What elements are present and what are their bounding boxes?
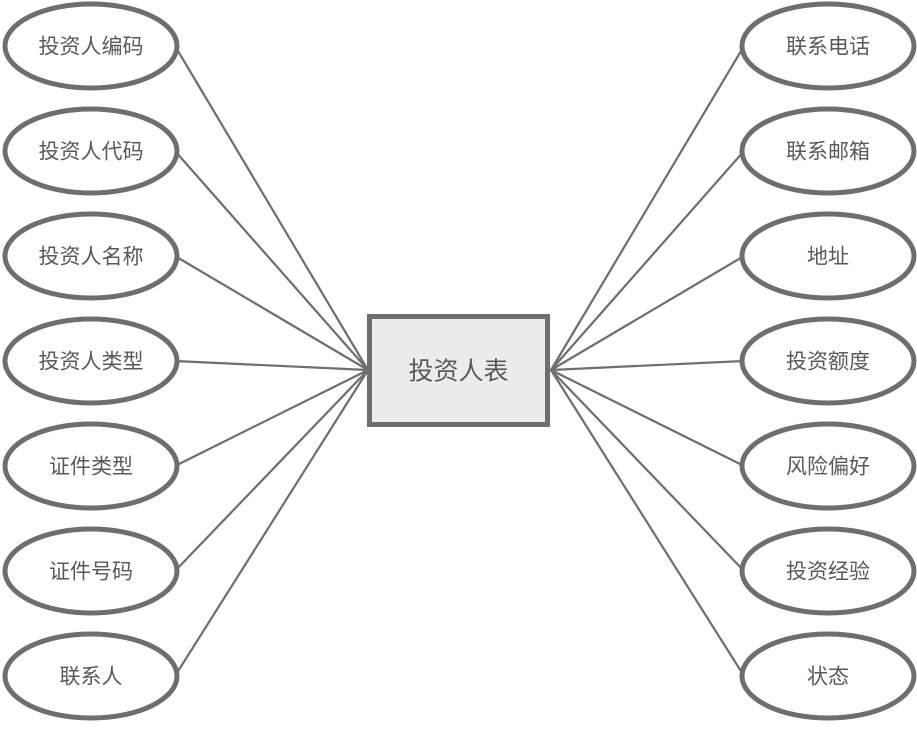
- attribute-label: 证件号码: [49, 560, 133, 583]
- attribute-label: 投资人类型: [39, 350, 144, 373]
- connector-line-left: [173, 368, 370, 573]
- attribute-ellipse: [739, 631, 917, 721]
- attribute-node: 投资人代码: [2, 106, 180, 196]
- attribute-ellipse: [2, 526, 180, 616]
- attribute-label: 联系邮箱: [786, 140, 870, 163]
- connector-line-right: [549, 359, 746, 372]
- attribute-ellipse: [739, 1, 917, 91]
- connector-line-right: [549, 368, 746, 573]
- attribute-ellipse: [2, 631, 180, 721]
- attribute-node: 联系邮箱: [739, 106, 917, 196]
- attribute-label: 投资额度: [786, 350, 870, 373]
- attribute-node: 投资经验: [739, 526, 917, 616]
- attribute-ellipse: [739, 421, 917, 511]
- attribute-label: 状态: [807, 665, 849, 688]
- attribute-node: 证件类型: [2, 421, 180, 511]
- connector-line-right: [549, 368, 746, 678]
- attribute-label: 联系电话: [786, 35, 870, 58]
- attribute-label: 风险偏好: [786, 455, 870, 478]
- attribute-node: 证件号码: [2, 526, 180, 616]
- attribute-node: 联系人: [2, 631, 180, 721]
- connector-line-left: [173, 368, 370, 678]
- attribute-ellipse: [739, 211, 917, 301]
- connector-line-left: [173, 359, 370, 372]
- entity-label: 投资人表: [408, 357, 508, 385]
- attribute-node: 投资人名称: [2, 211, 180, 301]
- attribute-label: 地址: [807, 245, 849, 268]
- connector-line-right: [549, 254, 746, 372]
- attribute-label: 证件类型: [49, 455, 133, 478]
- entity-rect: [367, 314, 550, 427]
- attribute-node: 状态: [739, 631, 917, 721]
- attribute-label: 投资人代码: [39, 140, 144, 163]
- attribute-node: 投资人类型: [2, 316, 180, 406]
- connector-line-left: [173, 44, 370, 372]
- attribute-ellipse: [739, 106, 917, 196]
- attribute-node: 地址: [739, 211, 917, 301]
- connector-line-right: [549, 368, 746, 468]
- connector-line-left: [173, 368, 370, 468]
- attribute-label: 联系人: [60, 665, 123, 688]
- attribute-ellipse: [2, 1, 180, 91]
- connector-line-left: [173, 254, 370, 372]
- connector-line-right: [549, 149, 746, 372]
- attribute-label: 投资人编码: [39, 35, 144, 58]
- attribute-ellipse: [739, 526, 917, 616]
- entity-node: 投资人表: [367, 314, 550, 427]
- connector-line-left: [173, 149, 370, 372]
- attribute-ellipse: [2, 421, 180, 511]
- attribute-node: 投资额度: [739, 316, 917, 406]
- attribute-ellipse: [2, 211, 180, 301]
- connector-line-right: [549, 44, 746, 372]
- attribute-node: 风险偏好: [739, 421, 917, 511]
- attribute-node: 联系电话: [739, 1, 917, 91]
- attribute-label: 投资人名称: [39, 245, 144, 268]
- attribute-ellipse: [739, 316, 917, 406]
- attribute-label: 投资经验: [786, 560, 870, 583]
- attribute-node: 投资人编码: [2, 1, 180, 91]
- attribute-ellipse: [2, 106, 180, 196]
- attribute-ellipse: [2, 316, 180, 406]
